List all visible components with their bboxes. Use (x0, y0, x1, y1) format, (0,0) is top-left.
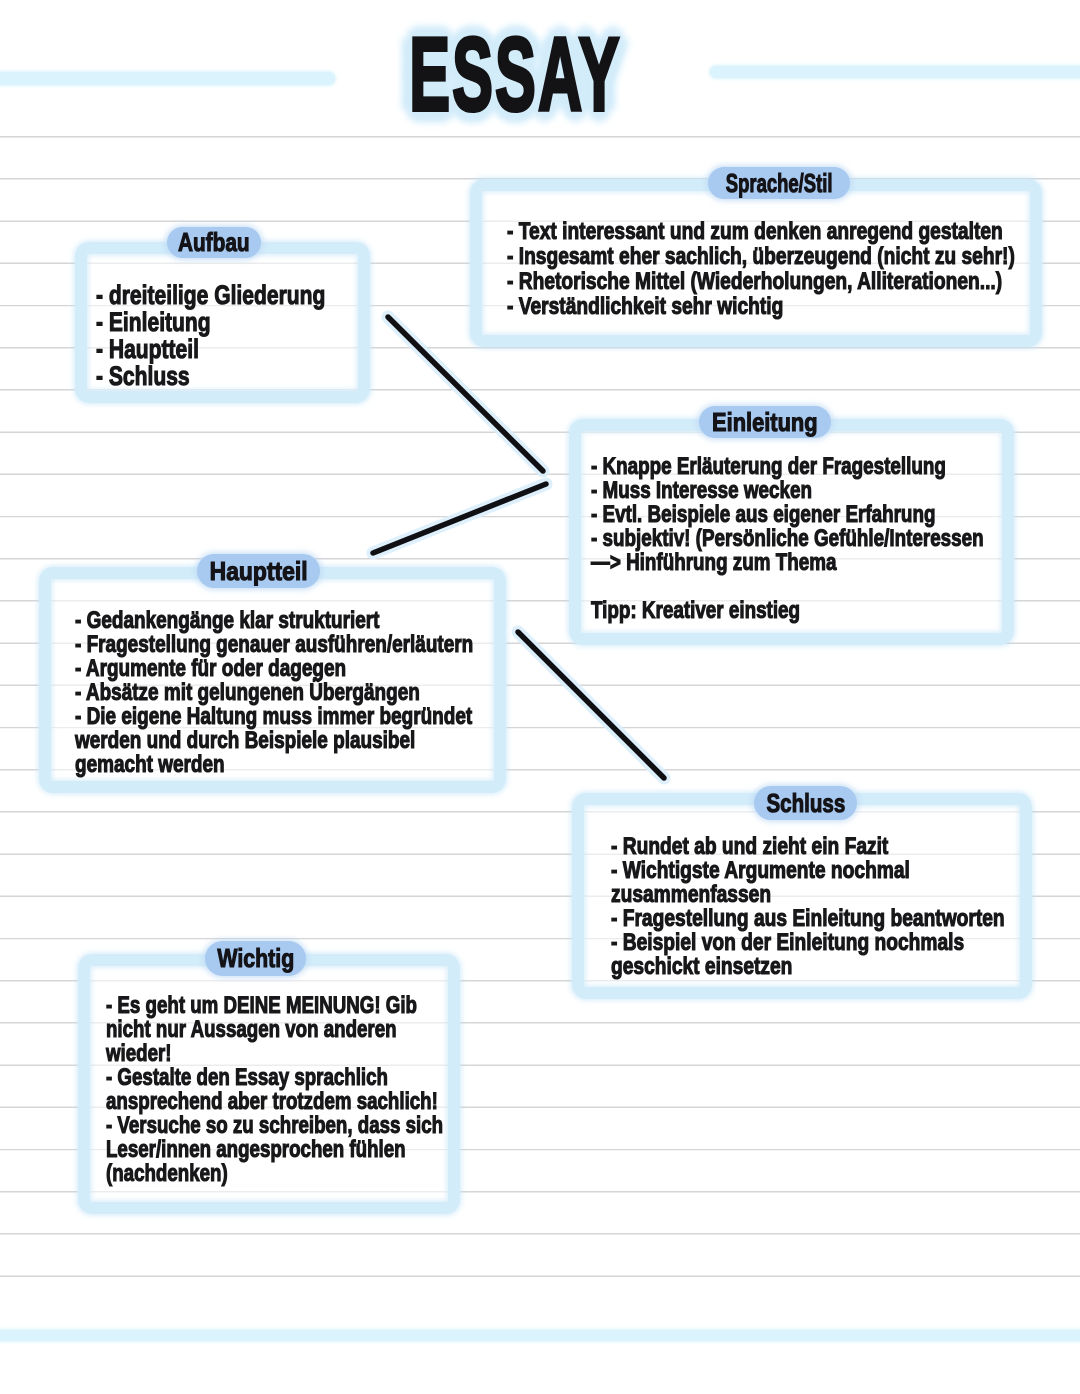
note-line: - Gedankengänge klar strukturiert (75, 607, 380, 634)
tip-line: Tipp: Kreativer einstieg (591, 597, 801, 624)
note-box-sprache-stil: Sprache/Stil - Text interessant und zum … (470, 167, 1042, 347)
note-box-sprache-stil-pill: Sprache/Stil (708, 167, 850, 199)
note-box-wichtig-label: Wichtig (217, 942, 295, 973)
note-line: - Evtl. Beispiele aus eigener Erfahrung (591, 501, 936, 528)
note-line: wieder! (106, 1040, 172, 1067)
note-box-aufbau-label: Aufbau (178, 226, 251, 257)
note-box-hauptteil-label: Hauptteil (209, 555, 308, 586)
note-box-einleitung: Einleitung - Knappe Erläuterung der Frag… (569, 406, 1014, 645)
note-line: - Wichtigste Argumente nochmal (611, 857, 911, 884)
note-line: - Die eigene Haltung muss immer begründe… (75, 703, 473, 730)
note-line: - dreiteilige Gliederung (96, 280, 326, 310)
note-line: - Schluss (96, 361, 190, 391)
highlight-strip-left (0, 72, 335, 85)
note-box-aufbau-content: - dreiteilige Gliederung- Einleitung- Ha… (96, 280, 326, 391)
note-line: - Hauptteil (96, 334, 200, 364)
note-line: - Fragestellung aus Einleitung beantwort… (611, 905, 1006, 932)
connector-einleitung-schluss (515, 629, 667, 781)
note-line: —> Hinführung zum Thema (591, 549, 837, 576)
note-line: - Einleitung (96, 307, 212, 337)
connector-hauptteil-einleitung (370, 481, 549, 556)
note-line: - Verständlichkeit sehr wichtig (507, 293, 784, 320)
note-line: - Muss Interesse wecken (591, 477, 813, 504)
note-box-aufbau: Aufbau - dreiteilige Gliederung- Einleit… (75, 226, 370, 403)
note-box-einleitung-label: Einleitung (712, 406, 818, 437)
highlight-strip-bottom (0, 1330, 1080, 1341)
note-line: Leser/innen angesprochen fühlen (106, 1136, 406, 1163)
note-line: - Versuche so zu schreiben, dass sich (106, 1112, 444, 1139)
note-box-schluss: Schluss - Rundet ab und zieht ein Fazit-… (572, 786, 1032, 999)
highlight-strip-right (710, 66, 1080, 78)
note-line: - Text interessant und zum denken anrege… (507, 218, 1004, 245)
page-title: ESSAY ESSAY (0, 17, 1031, 143)
note-line: - Beispiel von der Einleitung nochmals (611, 929, 965, 956)
note-line: - Argumente für oder dagegen (75, 655, 347, 682)
note-box-sprache-stil-content: - Text interessant und zum denken anrege… (507, 218, 1016, 320)
note-line: - Knappe Erläuterung der Fragestellung (591, 453, 947, 480)
note-box-schluss-content: - Rundet ab und zieht ein Fazit- Wichtig… (611, 833, 1006, 980)
note-box-schluss-pill: Schluss (754, 786, 857, 820)
note-box-einleitung-content: - Knappe Erläuterung der Fragestellung- … (591, 453, 984, 624)
note-line: - Rhetorische Mittel (Wiederholungen, Al… (507, 268, 1003, 295)
note-line: nicht nur Aussagen von anderen (106, 1016, 397, 1043)
note-box-schluss-label: Schluss (766, 787, 846, 818)
note-line: - Rundet ab und zieht ein Fazit (611, 833, 889, 860)
note-box-hauptteil: Hauptteil - Gedankengänge klar strukturi… (39, 554, 506, 793)
note-line: geschickt einsetzen (611, 953, 793, 980)
note-line: (nachdenken) (106, 1160, 229, 1187)
note-box-hauptteil-pill: Hauptteil (197, 554, 320, 588)
note-box-aufbau-pill: Aufbau (167, 226, 261, 258)
note-line: werden und durch Beispiele plausibel (75, 727, 416, 754)
note-box-einleitung-pill: Einleitung (699, 406, 831, 438)
note-line: - subjektiv! (Persönliche Gefühle/Intere… (591, 525, 984, 552)
note-box-sprache-stil-label: Sprache/Stil (725, 167, 833, 198)
note-line: - Gestalte den Essay sprachlich (106, 1064, 389, 1091)
note-box-wichtig-pill: Wichtig (205, 941, 306, 976)
note-box-hauptteil-content: - Gedankengänge klar strukturiert- Frage… (75, 607, 474, 778)
note-line: - Fragestellung genauer ausführen/erläut… (75, 631, 474, 658)
note-line: - Insgesamt eher sachlich, überzeugend (… (507, 243, 1016, 270)
page-title-text: ESSAY (408, 17, 622, 133)
connector-aufbau-einleitung (385, 314, 546, 474)
page-title-halo: ESSAY (407, 17, 622, 133)
note-line: ansprechend aber trotzdem sachlich! (106, 1088, 439, 1115)
note-line: - Es geht um DEINE MEINUNG! Gib (106, 992, 418, 1019)
note-line: zusammenfassen (611, 881, 772, 908)
note-line: gemacht werden (75, 751, 225, 778)
note-line: - Absätze mit gelungenen Übergängen (75, 679, 421, 706)
